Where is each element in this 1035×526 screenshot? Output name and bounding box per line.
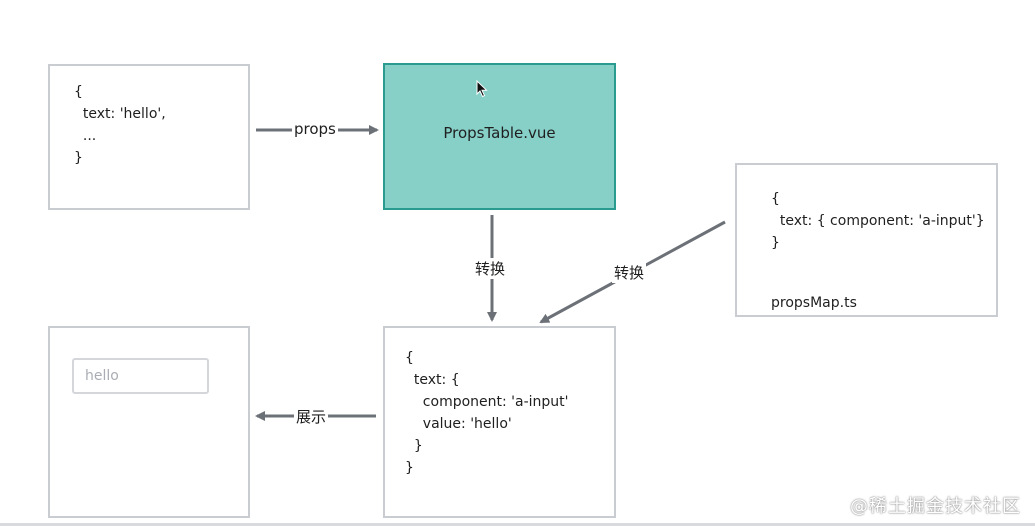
props-map-file-label: propsMap.ts bbox=[771, 295, 857, 311]
props-object-box: { text: 'hello', ... } bbox=[48, 64, 250, 210]
props-map-line-1: { bbox=[771, 191, 780, 207]
mouse-cursor-icon bbox=[476, 80, 488, 98]
props-map-box: { text: { component: 'a-input'} } propsM… bbox=[735, 163, 998, 317]
result-line-3: component: 'a-input' bbox=[405, 394, 569, 410]
result-line-4: value: 'hello' bbox=[405, 416, 512, 432]
props-table-label: PropsTable.vue bbox=[443, 124, 556, 142]
watermark: @稀土掘金技术社区 bbox=[850, 496, 1021, 517]
props-edge-label: props bbox=[292, 120, 338, 138]
result-object-box: { text: { component: 'a-input' value: 'h… bbox=[383, 326, 616, 518]
convert-diagonal-edge-label: 转换 bbox=[612, 262, 647, 283]
preview-input[interactable]: hello bbox=[72, 358, 209, 394]
props-map-line-2: text: { component: 'a-input'} bbox=[771, 213, 985, 229]
props-object-line-1: { bbox=[74, 84, 83, 100]
display-edge-label: 展示 bbox=[294, 406, 329, 427]
bottom-divider bbox=[0, 523, 1035, 526]
props-object-line-4: } bbox=[74, 150, 83, 166]
result-line-1: { bbox=[405, 350, 414, 366]
props-object-line-2: text: 'hello', bbox=[74, 106, 166, 122]
convert-down-edge-label: 转换 bbox=[473, 258, 508, 279]
preview-box: hello bbox=[48, 326, 250, 518]
props-table-box: PropsTable.vue bbox=[383, 63, 616, 210]
result-line-6: } bbox=[405, 460, 414, 476]
result-line-2: text: { bbox=[405, 372, 460, 388]
result-line-5: } bbox=[405, 438, 423, 454]
props-object-line-3: ... bbox=[74, 128, 97, 144]
props-map-line-3: } bbox=[771, 235, 780, 251]
